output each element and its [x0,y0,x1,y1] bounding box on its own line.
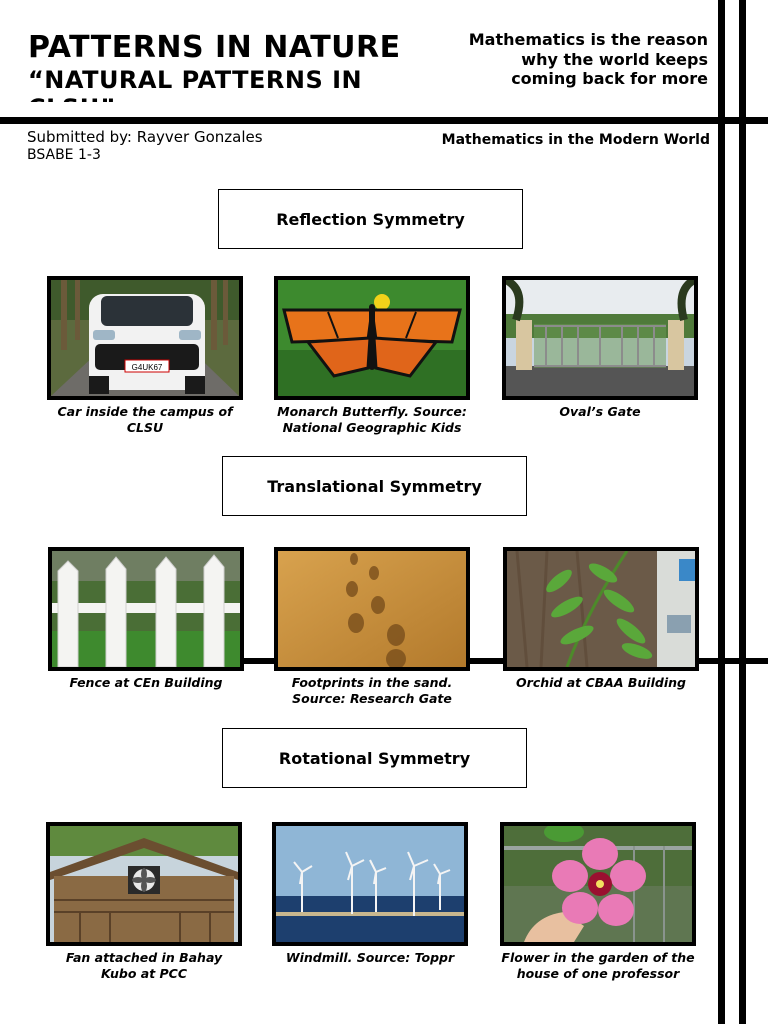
photo-flower [500,822,696,946]
car-image: G4UK67 [51,280,239,396]
section-title-translational: Translational Symmetry [222,456,527,516]
caption-car: Car inside the campus of CLSU [57,404,233,435]
header-quote: Mathematics is the reason why the world … [468,30,708,88]
orchid-image [507,551,695,667]
submitted-by: Submitted by: Rayver Gonzales [27,128,263,146]
caption-oval-gate: Oval’s Gate [559,404,641,419]
photo-windmill [272,822,468,946]
right-border-line-inner [718,0,725,1024]
course-section: BSABE 1-3 [27,147,101,163]
photo-fan-bahay-kubo [46,822,242,946]
butterfly-image [278,280,466,396]
right-border-line-outer [739,0,746,1024]
caption-footprints: Footprints in the sand. Source: Research… [291,675,453,706]
section-title-reflection: Reflection Symmetry [218,189,523,249]
quote-wrap: Mathematics is the reason why the world … [468,30,708,102]
photo-footprints [274,547,470,671]
footprints-image [278,551,466,667]
header-divider-line [0,117,768,124]
license-plate: G4UK67 [132,363,163,372]
section-title-rotational: Rotational Symmetry [222,728,527,788]
caption-windmill: Windmill. Source: Toppr [285,950,455,965]
subject-title: Mathematics in the Modern World [441,132,710,148]
gate-image [506,280,694,396]
photo-oval-gate [502,276,698,400]
bahay-kubo-image [50,826,238,942]
photo-car: G4UK67 [47,276,243,400]
flower-image [504,826,692,942]
photo-fence [48,547,244,671]
caption-fence: Fence at CEn Building [69,675,223,690]
caption-butterfly: Monarch Butterfly. Source: National Geog… [277,404,467,435]
photo-butterfly [274,276,470,400]
caption-orchid: Orchid at CBAA Building [516,675,686,690]
caption-fan: Fan attached in Bahay Kubo at PCC [65,950,223,981]
page-title: PATTERNS IN NATURE [28,30,401,65]
page-subtitle-wrap: “NATURAL PATTERNS IN CLSU” [28,66,448,102]
windmill-image [276,826,464,942]
photo-orchid [503,547,699,671]
caption-flower: Flower in the garden of the house of one… [501,950,695,981]
page-subtitle: “NATURAL PATTERNS IN CLSU” [28,66,363,102]
middle-divider-line [222,658,768,664]
fence-image [52,551,240,667]
